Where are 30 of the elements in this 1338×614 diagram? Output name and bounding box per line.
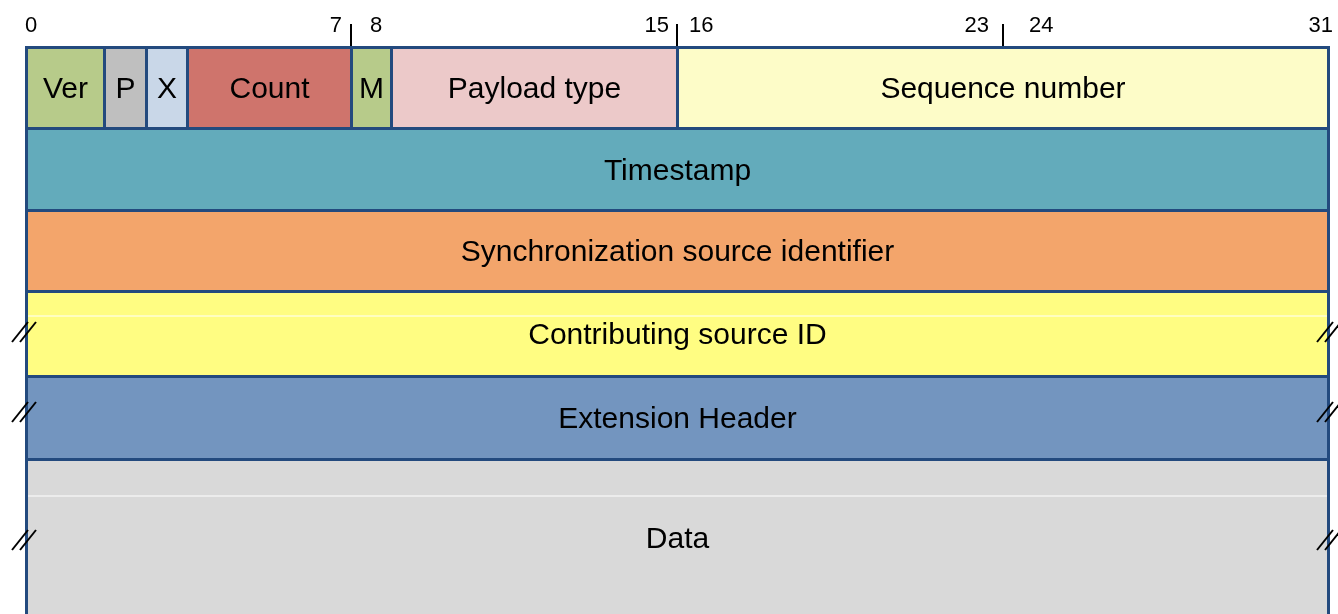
header-field bbox=[25, 375, 1330, 461]
bit-number: 23 bbox=[964, 12, 989, 38]
bit-number: 15 bbox=[644, 12, 669, 38]
header-field bbox=[186, 46, 353, 130]
field-name: Ver bbox=[43, 71, 88, 105]
field-name: Contributing source ID bbox=[528, 317, 827, 351]
field-name: Synchronization source identifier bbox=[460, 234, 895, 268]
header-field bbox=[145, 46, 189, 130]
header-field bbox=[390, 46, 679, 130]
bit-number: 24 bbox=[1029, 12, 1054, 38]
field-name: M bbox=[359, 71, 384, 105]
header-field bbox=[676, 46, 1330, 130]
field-name: Payload type bbox=[447, 71, 622, 105]
bit-number: 8 bbox=[370, 12, 383, 38]
header-field bbox=[25, 127, 1330, 212]
bit-number: 0 bbox=[25, 12, 38, 38]
bit-number: 31 bbox=[1308, 12, 1333, 38]
field-name: Sequence number bbox=[880, 71, 1126, 105]
bit-number: 16 bbox=[689, 12, 714, 38]
field-name: P bbox=[115, 71, 136, 105]
field-name: Extension Header bbox=[558, 401, 797, 435]
header-field bbox=[25, 290, 1330, 378]
header-field bbox=[25, 46, 106, 130]
field-name: Timestamp bbox=[603, 152, 752, 187]
header-field bbox=[25, 209, 1330, 293]
field-name: Count bbox=[229, 71, 310, 105]
bit-number: 7 bbox=[329, 12, 342, 38]
field-name: X bbox=[157, 71, 177, 105]
field-name: Data bbox=[645, 520, 710, 555]
header-field bbox=[25, 458, 1330, 614]
